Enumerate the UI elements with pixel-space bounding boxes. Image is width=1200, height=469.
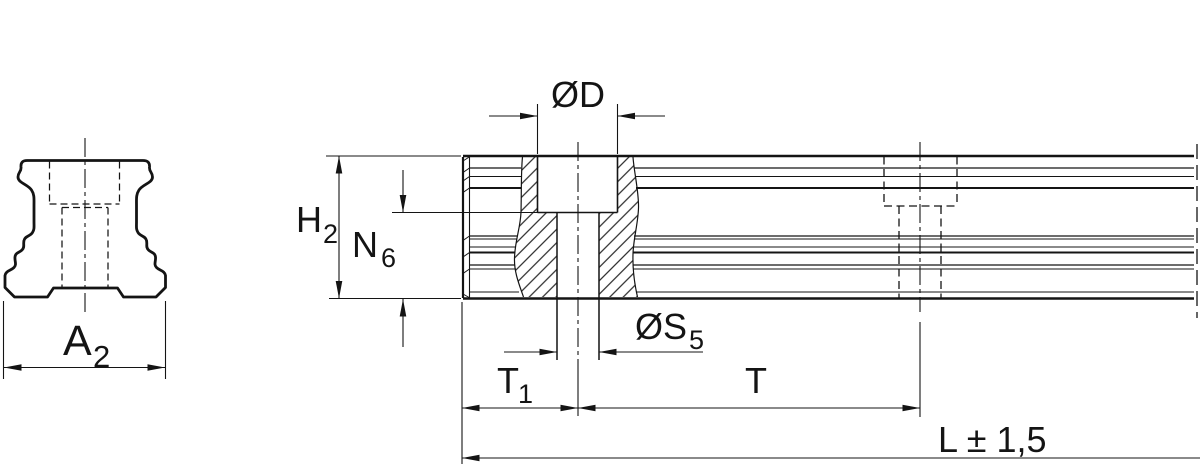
dim-t-label: T: [745, 360, 767, 401]
break-line-right: [632, 156, 640, 298]
counterbore-hole-section: [536, 156, 619, 360]
arrowhead: [539, 348, 557, 356]
arrowhead: [399, 195, 407, 213]
arrowhead: [399, 299, 407, 317]
arrowhead: [147, 364, 165, 371]
rail-side-view: ØD H 2 N 6 ØS 5: [296, 74, 1200, 464]
rail-profile-outline: [3, 159, 167, 299]
end-chamfer-lines: [462, 156, 471, 299]
dim-s5-label: ØS: [635, 306, 687, 347]
dimension-s5: [504, 348, 703, 356]
rail-cross-section-view: A 2: [2, 138, 167, 379]
dimension-t1: [462, 404, 578, 412]
dim-l-label: L ± 1,5: [938, 419, 1047, 460]
dimension-t: [578, 404, 920, 412]
hidden-hole-2: [883, 156, 958, 298]
dimension-n6: [392, 170, 538, 347]
rail-outline: [461, 154, 1194, 300]
section-hatch-left: [514, 157, 557, 297]
arrowhead: [462, 454, 480, 462]
dimension-a2: [2, 301, 167, 379]
dimension-h2: [326, 155, 461, 300]
groove-lines-right: [633, 167, 1194, 293]
arrowhead: [617, 112, 635, 120]
dim-n6-label: N: [352, 224, 378, 265]
arrowhead: [4, 364, 22, 371]
break-line-left: [513, 156, 525, 298]
arrowhead: [335, 156, 343, 174]
arrowhead: [560, 404, 578, 412]
arrowhead: [462, 404, 480, 412]
dim-h2-subscript: 2: [323, 219, 338, 249]
arrowhead: [599, 348, 617, 356]
arrowhead: [902, 404, 920, 412]
dim-s5-subscript: 5: [689, 325, 704, 355]
dim-h2-label: H: [296, 199, 322, 240]
dim-d-label: ØD: [551, 74, 605, 115]
arrowhead: [335, 281, 343, 299]
section-hatch-right: [599, 157, 639, 297]
arrowhead: [578, 404, 596, 412]
dimension-l: [461, 302, 1200, 464]
dim-a2-label: A: [63, 317, 92, 365]
dim-a2-subscript: 2: [93, 339, 110, 374]
arrowhead: [520, 112, 538, 120]
dim-n6-subscript: 6: [381, 243, 396, 273]
dimension-d: [489, 104, 665, 154]
centerlines: [577, 142, 1198, 417]
dim-t1-subscript: 1: [518, 379, 533, 409]
groove-lines-left: [469, 167, 521, 293]
dim-t1-label: T: [497, 360, 519, 401]
